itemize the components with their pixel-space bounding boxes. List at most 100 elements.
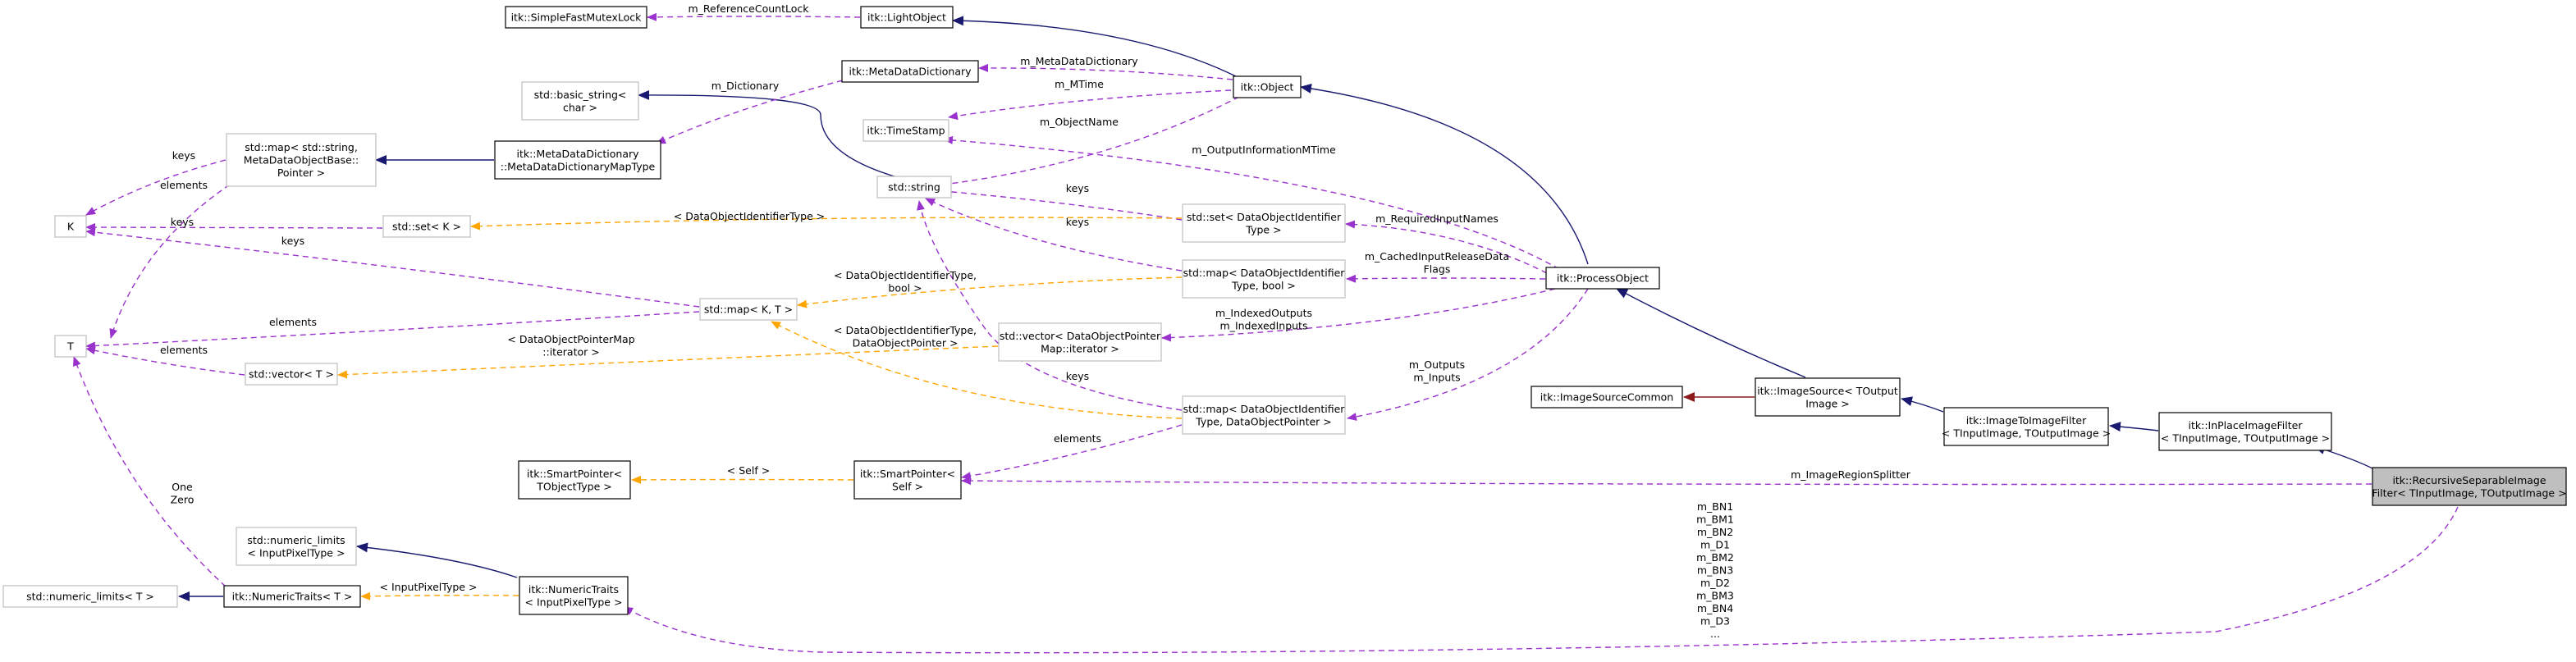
node-set-data-object-identifier-type[interactable]: std::set< DataObjectIdentifierType >	[1182, 203, 1346, 243]
label-elements-mapkt: elements	[269, 316, 317, 328]
node-image-to-image-filter[interactable]: itk::ImageToImageFilter< TInputImage, TO…	[1942, 407, 2111, 446]
node-set-k[interactable]: std::set< K >	[382, 215, 471, 238]
node-label: std::basic_string<	[534, 89, 627, 101]
node-label: itk::InPlaceImageFilter	[2189, 419, 2304, 431]
node-label: itk::LightObject	[867, 11, 946, 24]
edge-label-line: keys	[1066, 370, 1089, 382]
node-box	[876, 176, 952, 199]
node-box	[1182, 203, 1346, 243]
edge-label-line: elements	[160, 179, 208, 191]
edge-label-line: m_MTime	[1055, 78, 1104, 90]
node-k[interactable]: K	[54, 215, 87, 238]
node-box	[2372, 467, 2567, 506]
node-label: < TInputImage, TOutputImage >	[1942, 427, 2111, 439]
node-box	[236, 527, 357, 566]
edge-label-line: keys	[171, 216, 194, 228]
edge-smartpointerself-smartpointertobj	[631, 475, 854, 484]
node-label: itk::ImageSourceCommon	[1540, 391, 1673, 404]
label-keys-mapstringmeta: keys	[172, 149, 195, 162]
node-image-source[interactable]: itk::ImageSource< TOutputImage >	[1755, 377, 1901, 417]
label-keys-mapkt: keys	[281, 235, 304, 247]
label-dopm-iterator: < DataObjectPointerMap::iterator >	[507, 333, 634, 358]
node-box	[841, 60, 979, 83]
node-vector-t[interactable]: std::vector< T >	[245, 363, 338, 386]
node-label: std::string	[888, 181, 940, 194]
node-label: itk::ImageToImageFilter	[1966, 414, 2087, 427]
label-doit-bool: < DataObjectIdentifierType,bool >	[834, 269, 977, 294]
node-label: std::vector< T >	[249, 368, 334, 381]
node-vector-data-object-pointer-map[interactable]: std::vector< DataObjectPointerMap::itera…	[998, 322, 1162, 362]
node-label: itk::ImageSource< TOutput	[1757, 385, 1898, 397]
node-time-stamp[interactable]: itk::TimeStamp	[862, 119, 949, 142]
node-numeric-traits-input-pixel-type[interactable]: itk::NumericTraits< InputPixelType >	[519, 576, 629, 615]
node-map-k-t[interactable]: std::map< K, T >	[699, 298, 798, 321]
node-label: std::map< K, T >	[704, 304, 793, 316]
node-map-data-object-identifier-pointer[interactable]: std::map< DataObjectIdentifierType, Data…	[1182, 395, 1346, 435]
node-label: std::set< K >	[392, 221, 461, 233]
edge-label-line: m_Dictionary	[711, 80, 780, 92]
node-smart-pointer-self[interactable]: itk::SmartPointer<Self >	[853, 460, 962, 500]
node-box	[226, 133, 377, 187]
node-box	[382, 215, 471, 238]
node-simple-fast-mutex-lock[interactable]: itk::SimpleFastMutexLock	[505, 6, 647, 29]
node-numeric-limits-t[interactable]: std::numeric_limits< T >	[2, 585, 178, 608]
edge-imagesource-processobject	[1616, 288, 1806, 378]
node-metadata-dictionary[interactable]: itk::MetaDataDictionary	[841, 60, 979, 83]
edge-inplace-imagetoimage	[2109, 422, 2159, 432]
label-elements-vectort: elements	[160, 344, 208, 356]
node-t[interactable]: T	[54, 335, 87, 358]
edge-label-line: elements	[269, 316, 317, 328]
edge-object-stdstring	[936, 96, 1240, 189]
edge-label-line: < DataObjectIdentifierType,	[834, 269, 977, 281]
node-map-data-object-identifier-bool[interactable]: std::map< DataObjectIdentifierType, bool…	[1182, 259, 1346, 299]
node-box	[1182, 395, 1346, 435]
node-label: std::map< DataObjectIdentifier	[1183, 267, 1346, 279]
node-label: K	[67, 221, 75, 233]
node-process-object[interactable]: itk::ProcessObject	[1545, 267, 1660, 290]
edge-label-line: < InputPixelType >	[380, 581, 478, 593]
edge-label-line: Flags	[1424, 263, 1451, 276]
label-doit-setk: < DataObjectIdentifierType >	[674, 210, 825, 222]
node-image-source-common[interactable]: itk::ImageSourceCommon	[1531, 386, 1683, 409]
node-box	[1182, 259, 1346, 299]
node-smart-pointer-tobjecttype[interactable]: itk::SmartPointer<TObjectType >	[518, 460, 631, 500]
node-box	[54, 215, 87, 238]
label-self: < Self >	[727, 464, 770, 477]
edge-label-line: keys	[281, 235, 304, 247]
node-label: itk::SmartPointer<	[527, 468, 622, 480]
edge-label-line: m_D3	[1700, 615, 1730, 628]
node-label: < InputPixelType >	[525, 596, 623, 608]
node-basic-string[interactable]: std::basic_string<char >	[521, 81, 639, 121]
node-map-string-metadataobjectbase[interactable]: std::map< std::string,MetaDataObjectBase…	[226, 133, 377, 187]
node-label: std::numeric_limits	[247, 534, 345, 546]
node-numeric-traits-t[interactable]: itk::NumericTraits< T >	[223, 585, 361, 608]
node-label: std::vector< DataObjectPointer	[1000, 330, 1161, 342]
edge-label-line: m_BN1	[1697, 500, 1733, 513]
edge-mapstringmeta-t	[109, 184, 231, 339]
node-label: TObjectType >	[536, 480, 612, 492]
edge-stdstring-basicstring	[638, 89, 904, 180]
node-metadata-dictionary-map-type[interactable]: itk::MetaDataDictionary::MetaDataDiction…	[494, 140, 661, 180]
edge-recursive-numtraitsinput	[623, 506, 2459, 654]
node-label: itk::NumericTraits< T >	[232, 591, 353, 603]
node-box	[853, 460, 962, 500]
node-label: Map::iterator >	[1041, 342, 1119, 354]
node-object[interactable]: itk::Object	[1233, 75, 1302, 98]
edge-numtraitst-t	[73, 356, 226, 587]
node-numeric-limits-input-pixel-type[interactable]: std::numeric_limits< InputPixelType >	[236, 527, 357, 566]
node-std-string[interactable]: std::string	[876, 176, 952, 199]
label-keys-string-mapbool: keys	[1066, 216, 1089, 228]
edge-processobject-vectordopm	[1161, 288, 1556, 342]
node-box	[2, 585, 178, 608]
node-label: < TInputImage, TOutputImage >	[2161, 431, 2330, 444]
node-label: std::map< DataObjectIdentifier	[1183, 403, 1346, 415]
node-in-place-image-filter[interactable]: itk::InPlaceImageFilter< TInputImage, TO…	[2158, 412, 2332, 451]
node-label: itk::Object	[1241, 81, 1294, 94]
node-light-object[interactable]: itk::LightObject	[860, 6, 954, 29]
edge-setk-k	[85, 223, 383, 232]
edge-object-metadatadictionary	[978, 63, 1233, 80]
node-label: Type, DataObjectPointer >	[1195, 415, 1332, 427]
